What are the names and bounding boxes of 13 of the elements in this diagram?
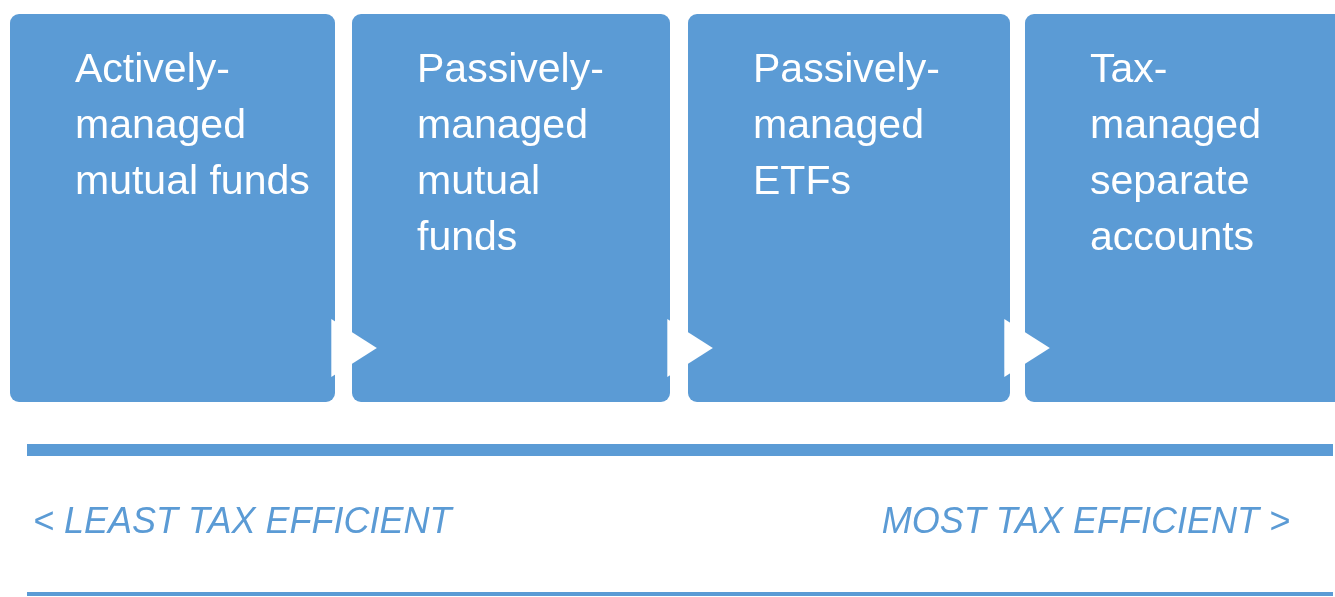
arrow xyxy=(1004,319,1050,377)
process-box xyxy=(352,14,670,402)
arrow xyxy=(667,319,713,377)
process-box xyxy=(688,14,1010,402)
scale-label: MOST TAX EFFICIENT > xyxy=(881,500,1290,542)
box-text: Passively-managed ETFs xyxy=(753,44,941,205)
box-text: Actively-managed mutual funds xyxy=(75,44,311,205)
box-text: Passively-managed mutual funds xyxy=(417,44,605,261)
process-box xyxy=(10,14,335,402)
scale-label: < LEAST TAX EFFICIENT xyxy=(33,500,452,542)
box-text: Tax-managed separate accounts xyxy=(1090,44,1262,261)
arrow xyxy=(331,319,377,377)
process-box xyxy=(1025,14,1335,402)
